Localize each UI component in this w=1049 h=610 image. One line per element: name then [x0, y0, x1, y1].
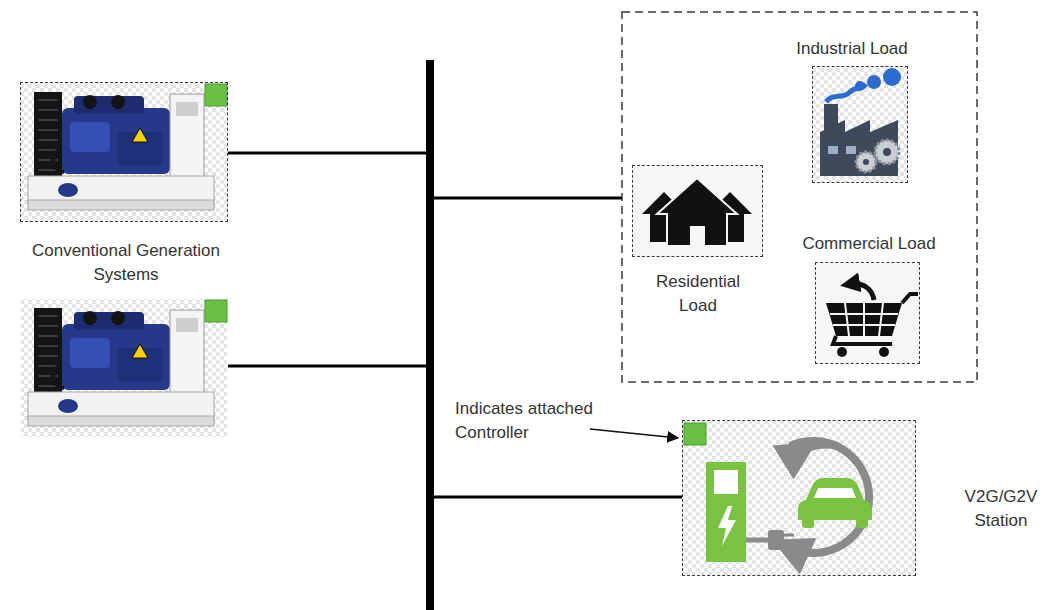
generator-picture	[21, 83, 227, 221]
controller-indicator	[205, 300, 227, 322]
node-label: V2G/G2V Station	[955, 485, 1047, 533]
generator-box: Conventional Generation Systems	[20, 82, 228, 222]
generator-picture	[21, 299, 227, 437]
feeder-wire	[228, 152, 430, 155]
node-label: Residential Load	[643, 270, 753, 318]
controller-indicator	[205, 84, 227, 106]
industrial-load-box: Industrial Load	[812, 66, 908, 183]
node-label: Industrial Load	[767, 37, 937, 61]
station-box: V2G/G2V Station	[682, 420, 916, 576]
controller-indicator	[684, 423, 706, 445]
callout-note: Indicates attached Controller	[455, 397, 620, 445]
feeder-wire	[430, 197, 622, 200]
commercial-load-box: Commercial Load	[815, 262, 920, 364]
feeder-wire	[228, 365, 430, 368]
cart-icon	[816, 263, 919, 363]
residential-load-box: Residential Load	[632, 165, 763, 257]
load-group-outline	[622, 12, 977, 382]
factory-icon	[813, 67, 907, 182]
houses-icon	[633, 166, 762, 256]
node-label: Conventional Generation Systems	[6, 239, 246, 287]
feeder-wire	[430, 496, 682, 499]
node-label: Commercial Load	[784, 232, 954, 256]
charging-station-icon	[683, 421, 915, 575]
leader-arrow	[590, 429, 678, 438]
bus-bar	[426, 60, 434, 610]
